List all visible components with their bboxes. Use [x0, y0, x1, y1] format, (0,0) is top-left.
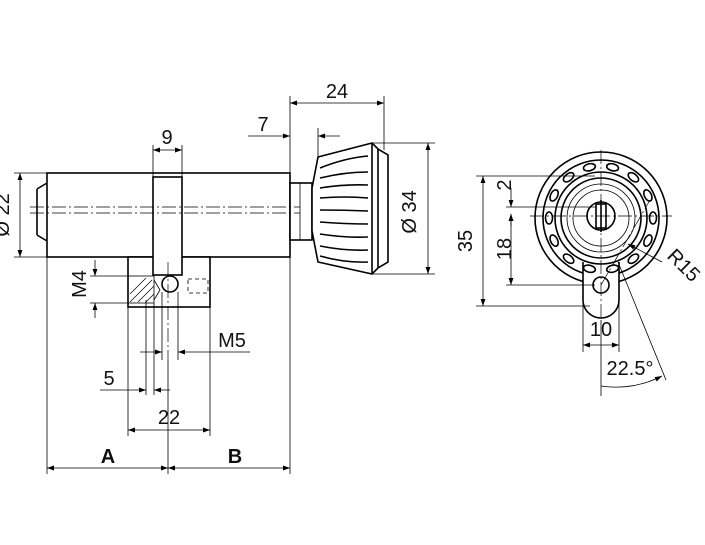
grip-notch: [605, 162, 620, 172]
front-dimension-lines: [476, 175, 667, 396]
label-dim-b: B: [228, 446, 242, 468]
grip-notch: [627, 253, 640, 265]
label-dim-22: 22: [158, 407, 180, 429]
grip-notch: [549, 188, 559, 202]
label-dim-18: 18: [494, 238, 516, 260]
label-dim-7: 7: [257, 114, 268, 136]
label-dim-24: 24: [326, 81, 348, 103]
label-radius: R15: [662, 245, 704, 287]
grip-notch: [627, 171, 640, 183]
grip-notch: [562, 171, 575, 183]
label-thread-m4: M4: [69, 270, 91, 298]
grip-notch: [582, 264, 597, 274]
front-view: [530, 150, 672, 320]
label-dim-35: 35: [455, 230, 477, 252]
grip-notch: [643, 234, 653, 248]
m5-screw-hole: [161, 275, 179, 293]
knob-stem: [289, 182, 313, 241]
m4-thread-bore: [127, 275, 161, 304]
grip-notch: [648, 211, 658, 225]
side-dimension-lines: [14, 96, 435, 474]
label-dim-10: 10: [590, 319, 612, 341]
label-side-diameter: Ø 22: [0, 193, 14, 236]
label-dim-2: 2: [494, 179, 516, 190]
cam: [152, 176, 183, 276]
label-dim-a: A: [101, 446, 115, 468]
knob-profile: [311, 142, 389, 275]
label-knob-diameter: Ø 34: [399, 190, 421, 233]
grip-notch: [643, 188, 653, 202]
label-dim-5: 5: [103, 368, 114, 390]
grip-notch: [605, 264, 620, 274]
label-thread-m5: M5: [218, 330, 246, 352]
grip-notch: [562, 253, 575, 265]
side-view: [30, 142, 389, 360]
label-angle: 22.5°: [607, 358, 654, 380]
grip-notch: [582, 162, 597, 172]
grip-notch: [549, 234, 559, 248]
label-width-9: 9: [161, 127, 172, 149]
grip-notch: [544, 211, 554, 225]
knob-grip-notches: [544, 162, 658, 274]
